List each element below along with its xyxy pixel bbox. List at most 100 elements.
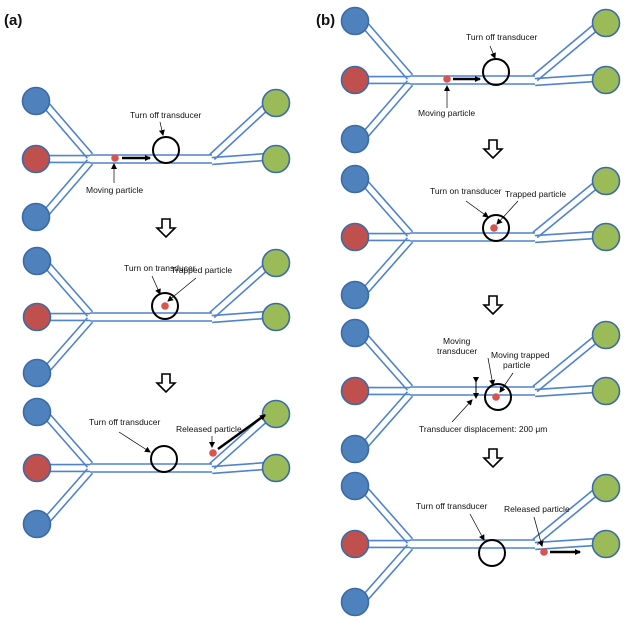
label-pointer (496, 200, 519, 225)
label-turn-off-transducer: Turn off transducer (466, 32, 538, 42)
channel-wall (361, 184, 409, 237)
microfluidic-chip (340, 164, 621, 310)
label-transducer: transducer (437, 346, 477, 356)
label-transducer-displacement: Transducer displacement: 200 μm (419, 424, 547, 434)
channel-wall (532, 335, 595, 387)
channel-wall (535, 391, 597, 398)
channel-wall (48, 262, 94, 313)
labels-layer: Turn off transducer Moving particle Turn… (86, 32, 570, 514)
panel-a-label: (a) (4, 12, 22, 29)
inlet-port-top (22, 397, 52, 427)
channel-wall (532, 181, 595, 233)
inlet-port-bottom (340, 587, 370, 617)
channel-wall (366, 548, 414, 601)
label-pointer (469, 513, 485, 541)
channel-wall (366, 22, 414, 76)
particle (540, 548, 548, 556)
label-turn-off-transducer: Turn off transducer (416, 501, 488, 511)
inlet-port-center (22, 302, 52, 332)
inlet-port-center (22, 453, 52, 483)
inlet-port-bottom (21, 202, 51, 232)
label-turn-off-transducer: Turn off transducer (130, 110, 202, 120)
microfluidic-chip (340, 318, 621, 464)
chips-layer (21, 6, 621, 617)
inlet-port-top (340, 164, 370, 194)
outlet-port-top (591, 166, 621, 196)
channel-wall (535, 237, 597, 244)
microfluidic-chip (340, 6, 621, 154)
channel-wall (213, 419, 269, 470)
channel-wall (43, 317, 89, 368)
channel-wall (211, 461, 266, 468)
label-particle: particle (503, 360, 531, 370)
inlet-port-bottom (22, 358, 52, 388)
inlet-port-top (340, 318, 370, 348)
channel-wall (535, 80, 597, 87)
label-pointer (151, 275, 161, 295)
label-pointer (451, 399, 473, 423)
motion-arrow (217, 413, 266, 451)
channel-wall (361, 391, 409, 444)
channel-wall (536, 28, 599, 82)
channel-wall (536, 341, 599, 393)
outlet-port-top (591, 8, 621, 38)
outlet-port-top (261, 88, 291, 118)
channel-wall (366, 241, 414, 294)
marks-layer (111, 45, 581, 567)
channel-wall (361, 237, 409, 290)
label-moving-trapped: Moving trapped (491, 350, 550, 360)
channel-wall (209, 263, 265, 314)
outlet-port-top (261, 399, 291, 429)
channel-wall (213, 108, 269, 161)
inlet-port-bottom (340, 124, 370, 154)
channel-wall (209, 103, 265, 156)
channel-wall (361, 80, 409, 134)
channel-wall (534, 230, 596, 237)
channel-wall (361, 26, 409, 80)
inlet-port-bottom (340, 434, 370, 464)
outlet-port-bottom (261, 453, 291, 483)
down-arrow-icon (155, 218, 177, 239)
outlet-port-bottom (591, 65, 621, 95)
channel-wall (536, 494, 599, 546)
label-turn-on-transducer: Turn on transducer (124, 263, 196, 273)
microfluidic-chip (22, 246, 291, 388)
channel-wall (212, 317, 267, 324)
channel-wall (48, 321, 94, 372)
channel-wall (42, 159, 89, 212)
channel-wall (47, 102, 94, 155)
down-arrow-icon (155, 373, 177, 394)
down-arrow-icon (482, 139, 504, 160)
label-pointer (489, 45, 496, 59)
channel-wall (213, 268, 269, 319)
label-moving-particle: Moving particle (86, 185, 143, 195)
particle (490, 224, 498, 232)
channel-wall (361, 491, 409, 544)
outlet-port-bottom (591, 376, 621, 406)
particle (161, 302, 169, 310)
transducer-ring (150, 445, 178, 473)
channel-wall (48, 413, 94, 464)
panel-b-label: (b) (316, 12, 335, 29)
microfluidic-chip (340, 471, 621, 617)
channel-wall (42, 106, 89, 159)
channel-wall (366, 487, 414, 540)
channel-wall (532, 488, 595, 540)
channel-wall (366, 395, 414, 448)
label-pointer (167, 277, 197, 302)
microfluidic-chip (21, 86, 291, 232)
label-turn-off-transducer: Turn off transducer (89, 417, 161, 427)
transducer-ring (484, 383, 512, 411)
channel-wall (534, 537, 596, 544)
outlet-port-bottom (591, 529, 621, 559)
transducer-ring (478, 539, 506, 567)
label-moving-particle: Moving particle (418, 108, 475, 118)
channel-wall (43, 417, 89, 468)
inlet-port-center (340, 376, 370, 406)
inlet-port-center (340, 222, 370, 252)
inlet-port-center (21, 144, 51, 174)
channel-wall (212, 468, 267, 475)
outlet-port-top (591, 473, 621, 503)
inlet-port-bottom (340, 280, 370, 310)
channel-wall (534, 384, 596, 391)
